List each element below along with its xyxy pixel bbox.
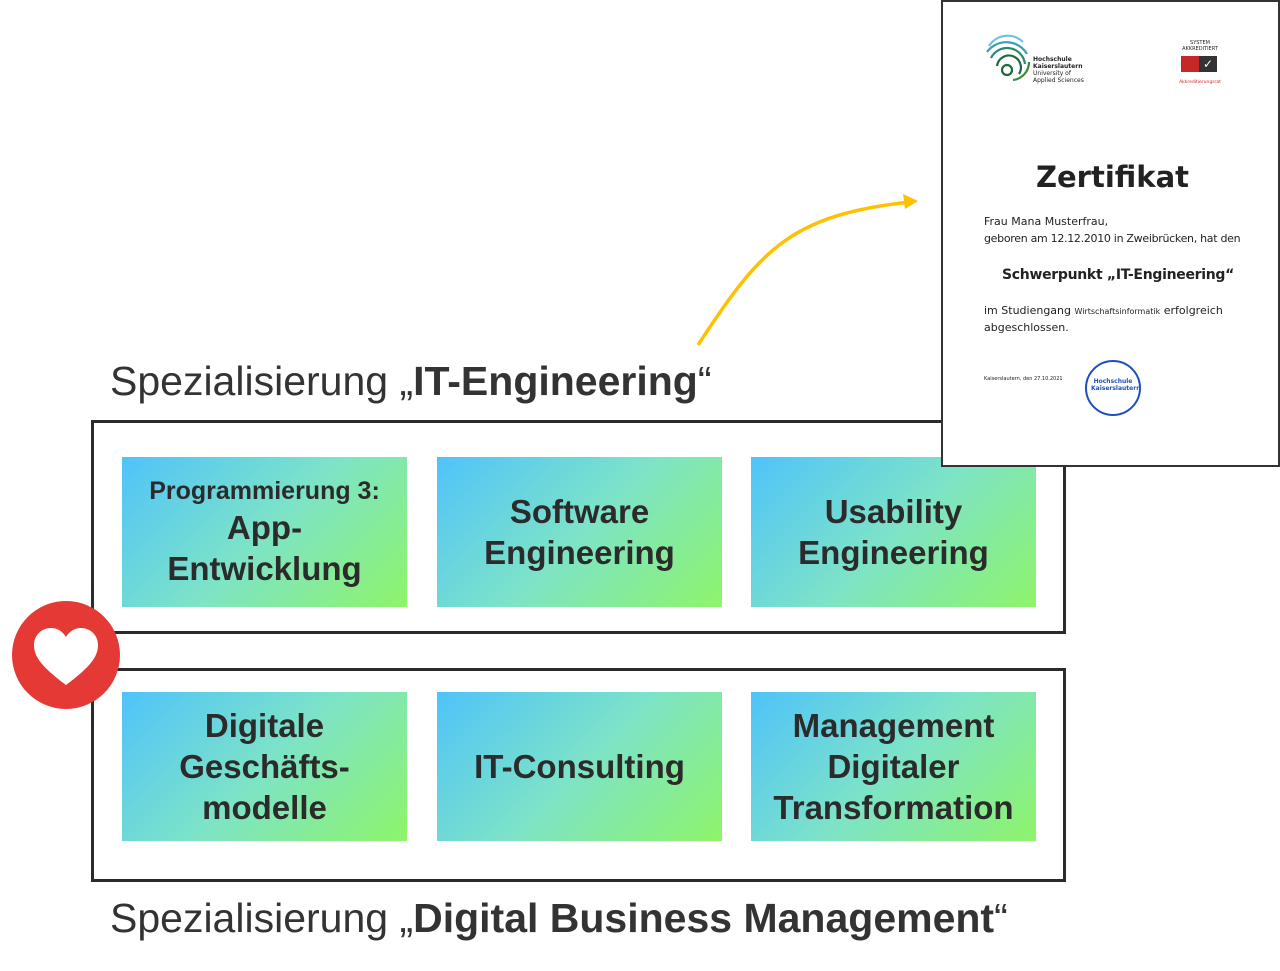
university-stamp-icon: Hochschule Kaiserslautern (1085, 360, 1141, 416)
module-app-entwicklung: Programmierung 3: App-Entwicklung (122, 457, 407, 607)
certificate-place-date: Kaiserslautern, den 27.10.2021 (984, 376, 1063, 382)
module-label: Management Digitaler Transformation (773, 707, 1014, 826)
certificate-name: Frau Mana Musterfrau, (984, 215, 1109, 228)
heart-icon (34, 628, 98, 685)
digital-business-title: Spezialisierung „Digital Business Manage… (110, 895, 1008, 942)
university-logo-icon (986, 34, 1031, 82)
module-label: Software Engineering (484, 493, 675, 571)
logo-line: Applied Sciences (1033, 77, 1084, 84)
module-label: IT-Consulting (474, 748, 685, 785)
certificate-focus: Schwerpunkt „IT-Engineering“ (1002, 267, 1235, 283)
title-prefix: Spezialisierung „ (110, 358, 414, 404)
module-label: Digitale Geschäfts-modelle (179, 707, 350, 826)
logo-line: University of (1033, 70, 1071, 77)
digital-business-box (91, 668, 1066, 882)
title-prefix: Spezialisierung „ (110, 895, 414, 941)
module-management-digitaler-transformation: Management Digitaler Transformation (751, 692, 1036, 841)
certificate-program-line: im Studiengang Wirtschaftsinformatik erf… (984, 304, 1223, 317)
title-suffix: “ (994, 895, 1008, 941)
text: erfolgreich (1160, 304, 1223, 317)
module-subtitle: Programmierung 3: (149, 477, 380, 505)
it-engineering-title: Spezialisierung „IT-Engineering“ (110, 358, 712, 405)
stamp-text: Hochschule Kaiserslautern (1091, 378, 1141, 392)
program-name: Wirtschaftsinformatik (1074, 307, 1161, 316)
logo-line: Hochschule (1033, 56, 1072, 63)
certificate-birth: geboren am 12.12.2010 in Zweibrücken, ha… (984, 232, 1241, 245)
title-bold: Digital Business Management (413, 895, 995, 941)
it-engineering-box (91, 420, 1066, 634)
heart-badge (12, 601, 120, 709)
logo-line: Kaiserslautern (1033, 63, 1083, 70)
seal-text: SYSTEM AKKREDITIERT (1182, 40, 1218, 52)
module-digitale-geschaeftsmodelle: Digitale Geschäfts-modelle (122, 692, 407, 841)
module-it-consulting: IT-Consulting (437, 692, 722, 841)
title-suffix: “ (697, 358, 712, 404)
module-software-engineering: Software Engineering (437, 457, 722, 607)
title-bold: IT-Engineering (413, 358, 698, 404)
text: im Studiengang (984, 304, 1075, 317)
module-label: Usability Engineering (798, 493, 989, 571)
accreditation-seal-icon: ✓ SYSTEM AKKREDITIERT Akkreditierungsrat (1169, 34, 1229, 94)
certificate-completed: abgeschlossen. (984, 321, 1069, 334)
certificate-heading: Zertifikat (1035, 160, 1189, 194)
module-label: App-Entwicklung (167, 509, 362, 587)
seal-subtext: Akkreditierungsrat (1179, 80, 1221, 85)
module-usability-engineering: Usability Engineering (751, 457, 1036, 607)
